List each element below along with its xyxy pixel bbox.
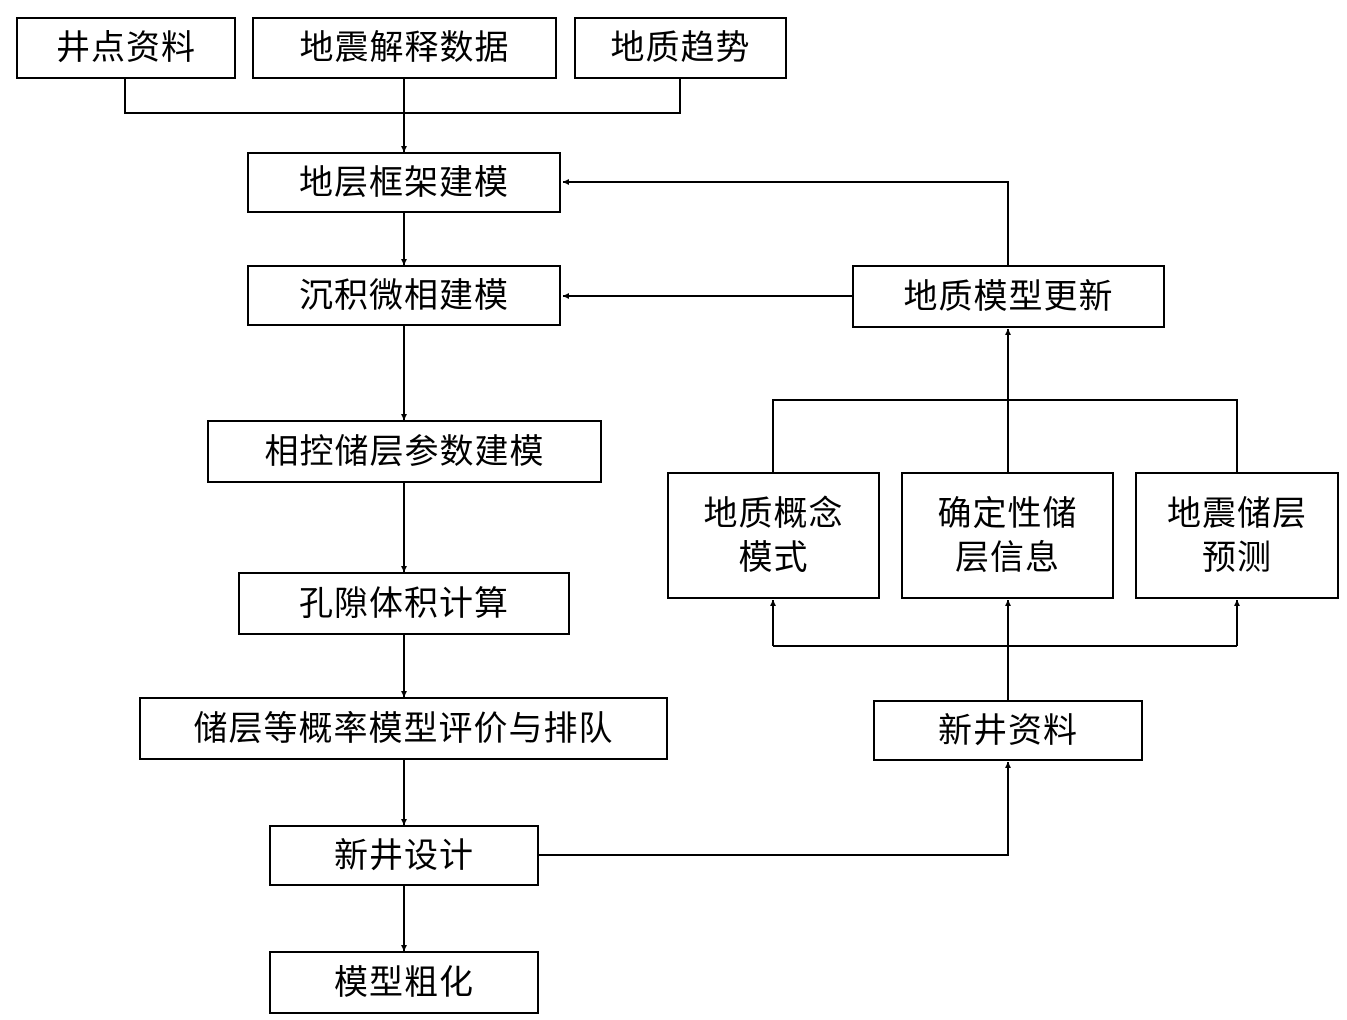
geo-trend-box: 地质趋势 (574, 17, 787, 79)
framework-model-label: 地层框架建模 (299, 162, 509, 203)
merge-line-info (772, 399, 1238, 472)
seismic-pred-box: 地震储层 预测 (1135, 472, 1339, 599)
ranking-box: 储层等概率模型评价与排队 (139, 697, 668, 760)
merge-line-inputs (124, 78, 681, 114)
geo-update-label: 地质模型更新 (903, 276, 1114, 317)
pore-volume-box: 孔隙体积计算 (238, 572, 570, 635)
concept-model-box: 地质概念 模式 (667, 472, 880, 599)
new-well-data-box: 新井资料 (873, 700, 1143, 761)
seismic-pred-line1: 地震储层 (1167, 493, 1307, 534)
seismic-pred-line2: 预测 (1202, 537, 1272, 578)
new-well-data-label: 新井资料 (938, 710, 1078, 751)
seismic-data-box: 地震解释数据 (252, 17, 557, 79)
new-well-design-box: 新井设计 (269, 825, 539, 886)
arrow-update-to-framework (563, 179, 1009, 265)
geo-trend-label: 地质趋势 (610, 28, 751, 68)
pore-volume-label: 孔隙体积计算 (299, 583, 509, 624)
framework-model-box: 地层框架建模 (247, 152, 561, 213)
arrow-design-to-new-well-data (538, 762, 1011, 856)
upscaling-box: 模型粗化 (269, 951, 539, 1014)
deterministic-line2: 层信息 (955, 537, 1060, 578)
param-model-box: 相控储层参数建模 (207, 420, 602, 483)
facies-model-label: 沉积微相建模 (299, 275, 509, 316)
param-model-label: 相控储层参数建模 (264, 431, 545, 472)
deterministic-line1: 确定性储 (937, 493, 1078, 534)
upscaling-label: 模型粗化 (334, 962, 474, 1003)
concept-model-line2: 模式 (738, 537, 809, 578)
well-data-box: 井点资料 (16, 17, 236, 79)
facies-model-box: 沉积微相建模 (247, 265, 561, 326)
concept-model-line1: 地质概念 (703, 493, 844, 534)
deterministic-box: 确定性储 层信息 (901, 472, 1114, 599)
seismic-data-label: 地震解释数据 (299, 28, 510, 68)
well-data-label: 井点资料 (56, 28, 196, 68)
geo-update-box: 地质模型更新 (852, 265, 1165, 328)
new-well-design-label: 新井设计 (334, 835, 474, 876)
ranking-label: 储层等概率模型评价与排队 (193, 708, 614, 749)
